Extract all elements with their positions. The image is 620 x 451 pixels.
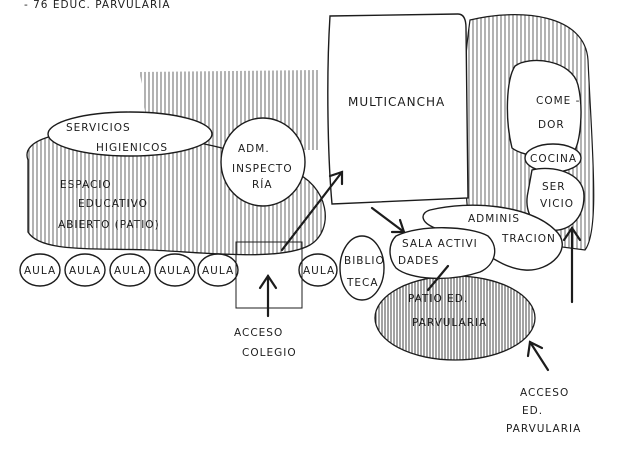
arrow-servicio-up — [562, 226, 582, 304]
servicio-label-2: VICIO — [540, 198, 574, 210]
aula-3-label: AULA — [114, 265, 146, 277]
adm-label-2: INSPECTO — [232, 163, 293, 175]
biblioteca-label-2: TECA — [346, 277, 379, 289]
administracion-label-1: ADMINIS — [468, 213, 520, 225]
arrow-parvularia-up — [526, 340, 550, 372]
biblioteca-zone — [339, 235, 385, 301]
arrow-to-multicancha — [280, 170, 344, 252]
arrow-colegio-up — [258, 274, 278, 318]
administracion-zone — [422, 204, 563, 271]
header-note: - 76 EDUC. PARVULARIA — [24, 0, 171, 11]
acceso-parv-label-2: ED. — [522, 405, 543, 417]
servicio-label-1: SER — [542, 181, 566, 193]
sala-label-2: DADES — [398, 255, 439, 267]
multicancha-zone — [327, 13, 469, 205]
aula-2-label: AULA — [69, 265, 101, 277]
adm-label-1: ADM. — [238, 143, 270, 155]
aula-5-bubble — [197, 253, 239, 287]
servicios-higienicos-zone — [47, 111, 213, 157]
arrow-to-patio-parv — [426, 264, 450, 292]
biblioteca-label-1: BIBLIO — [344, 255, 385, 267]
sala-label-1: SALA ACTIVI — [402, 238, 478, 250]
espacio-label-2: EDUCATIVO — [78, 198, 148, 210]
administracion-label-2: TRACION — [501, 233, 556, 245]
acceso-colegio-label-2: COLEGIO — [242, 347, 297, 359]
patio-parv-label-1: PATIO ED. — [408, 293, 468, 305]
aula-6-bubble — [298, 253, 338, 287]
servicios-label-2: HIGIENICOS — [96, 142, 168, 154]
adm-label-3: RÍA — [252, 178, 273, 191]
aula-5-label: AULA — [202, 265, 234, 277]
espacio-label-1: ESPACIO — [60, 179, 112, 191]
espacio-label-3: ABIERTO (PATIO) — [58, 219, 160, 231]
comedor-label-1: COME - — [536, 95, 580, 107]
multicancha-label: MULTICANCHA — [348, 95, 445, 109]
aula-4-bubble — [154, 253, 196, 287]
servicios-label-1: SERVICIOS — [66, 122, 131, 134]
servicio-zone — [526, 167, 585, 231]
aula-6-label: AULA — [303, 265, 335, 277]
arrow-to-sala — [370, 206, 406, 234]
aula-1-label: AULA — [24, 265, 56, 277]
patio-parv-label-2: PARVULARIA — [412, 317, 487, 329]
aula-1-bubble — [19, 253, 61, 287]
acceso-colegio-label-1: ACCESO — [234, 327, 283, 339]
comedor-zone — [506, 59, 582, 158]
adm-inspectoria-zone — [220, 117, 306, 207]
aula-2-bubble — [64, 253, 106, 287]
aula-4-label: AULA — [159, 265, 191, 277]
comedor-label-2: DOR — [538, 119, 565, 131]
cocina-label: COCINA — [530, 153, 577, 165]
aula-3-bubble — [109, 253, 151, 287]
sala-actividades-zone — [389, 227, 496, 280]
acceso-parv-label-1: ACCESO — [520, 387, 569, 399]
acceso-parv-label-3: PARVULARIA — [506, 423, 581, 435]
